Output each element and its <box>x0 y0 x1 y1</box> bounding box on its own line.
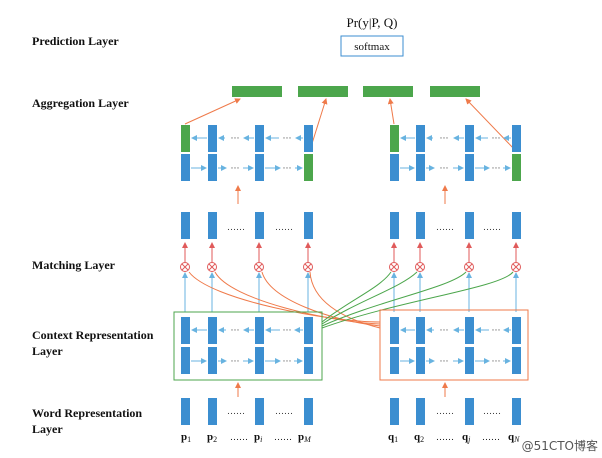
otimes-icon <box>303 262 313 272</box>
token-q-ellipsis-2: …… <box>482 432 500 442</box>
aggregation-layer-label: Aggregation Layer <box>32 96 129 110</box>
token-q-ellipsis-1: …… <box>436 432 454 442</box>
ellipsis-word-q-1: …… <box>436 406 454 416</box>
token-q2: q2 <box>414 431 424 444</box>
agg-arrow-q-backward <box>387 98 395 125</box>
token-pi: pi <box>254 431 262 444</box>
probability-formula: Pr(y|P, Q) <box>347 15 398 30</box>
ellipsis-ctx-p-3: ··· <box>231 356 240 366</box>
aggregation-vector-4 <box>430 86 480 97</box>
otimes-icon <box>207 262 217 272</box>
aggregation-vector-1 <box>232 86 282 97</box>
otimes-icon <box>180 262 190 272</box>
ellipsis-ctx-q-3: ··· <box>440 356 449 366</box>
aggregation-bilstm-q <box>390 125 521 181</box>
aggregation-vector-3 <box>363 86 413 97</box>
matching-vectors-p <box>181 212 313 239</box>
word-layer-label-line1: Word Representation <box>32 406 143 420</box>
context-box-p <box>173 311 323 381</box>
ellipsis-ctx-p-4: ··· <box>283 356 292 366</box>
softmax-label: softmax <box>354 41 390 53</box>
otimes-icon <box>254 262 264 272</box>
otimes-icon <box>511 262 521 272</box>
word-vectors-q <box>390 398 521 425</box>
aggregation-vector-2 <box>298 86 348 97</box>
cross-matching-curves-p-to-q <box>321 271 514 329</box>
matching-operators <box>180 262 521 272</box>
ellipsis-agg-q-3: ··· <box>440 163 449 173</box>
ellipsis-match-q-2: …… <box>483 222 501 232</box>
matching-layer-label: Matching Layer <box>32 258 115 272</box>
context-layer-label-line1: Context Representation <box>32 328 154 342</box>
ellipsis-ctx-q-4: ··· <box>492 356 501 366</box>
token-p-ellipsis-1: …… <box>230 432 248 442</box>
ellipsis-match-p-1: …… <box>227 222 245 232</box>
context-to-operator-arrows <box>182 272 519 312</box>
ellipsis-word-q-2: …… <box>483 406 501 416</box>
ellipsis-agg-q-2: ··· <box>492 133 501 143</box>
context-box-q <box>379 309 529 381</box>
ellipsis-agg-p-4: ··· <box>283 163 292 173</box>
ellipsis-agg-q-4: ··· <box>492 163 501 173</box>
context-bilstm-p <box>181 317 313 374</box>
word-vectors-p <box>181 398 313 425</box>
token-qN: qN <box>508 431 520 444</box>
tokens-q: q1 q2 …… qj …… qN <box>388 431 520 444</box>
ellipsis-word-p-1: …… <box>227 406 245 416</box>
ellipsis-ctx-p-1: ··· <box>231 325 240 335</box>
agg-arrow-p-backward <box>184 98 241 125</box>
otimes-icon <box>389 262 399 272</box>
ellipsis-ctx-p-2: ··· <box>283 325 292 335</box>
ellipsis-agg-q-1: ··· <box>440 133 449 143</box>
ellipsis-match-q-1: …… <box>436 222 454 232</box>
aggregation-bilstm-p <box>181 125 313 181</box>
operator-to-match-arrows <box>182 242 519 262</box>
tokens-p: p1 p2 …… pi …… pM <box>181 431 312 444</box>
token-p2: p2 <box>207 431 217 444</box>
token-qj: qj <box>462 431 471 444</box>
ellipsis-word-p-2: …… <box>275 406 293 416</box>
token-p1: p1 <box>181 431 191 444</box>
word-layer-label-line2: Layer <box>32 422 63 436</box>
softmax-box <box>340 35 404 57</box>
ellipsis-agg-p-1: ··· <box>231 133 240 143</box>
cross-matching-curves-q-to-p <box>188 271 381 329</box>
ellipsis-agg-p-3: ··· <box>231 163 240 173</box>
token-pM: pM <box>298 431 312 444</box>
otimes-icon <box>464 262 474 272</box>
prediction-layer-label: Prediction Layer <box>32 34 119 48</box>
token-p-ellipsis-2: …… <box>274 432 292 442</box>
agg-arrow-q-forward <box>465 98 516 151</box>
ellipsis-agg-p-2: ··· <box>283 133 292 143</box>
context-layer-label-line2: Layer <box>32 344 63 358</box>
ellipsis-ctx-q-1: ··· <box>440 325 449 335</box>
watermark-text: @51CTO博客 <box>521 439 598 453</box>
matching-vectors-q <box>390 212 521 239</box>
context-bilstm-q <box>390 317 521 374</box>
ellipsis-match-p-2: …… <box>275 222 293 232</box>
otimes-icon <box>415 262 425 272</box>
token-q1: q1 <box>388 431 398 444</box>
ellipsis-ctx-q-2: ··· <box>492 325 501 335</box>
